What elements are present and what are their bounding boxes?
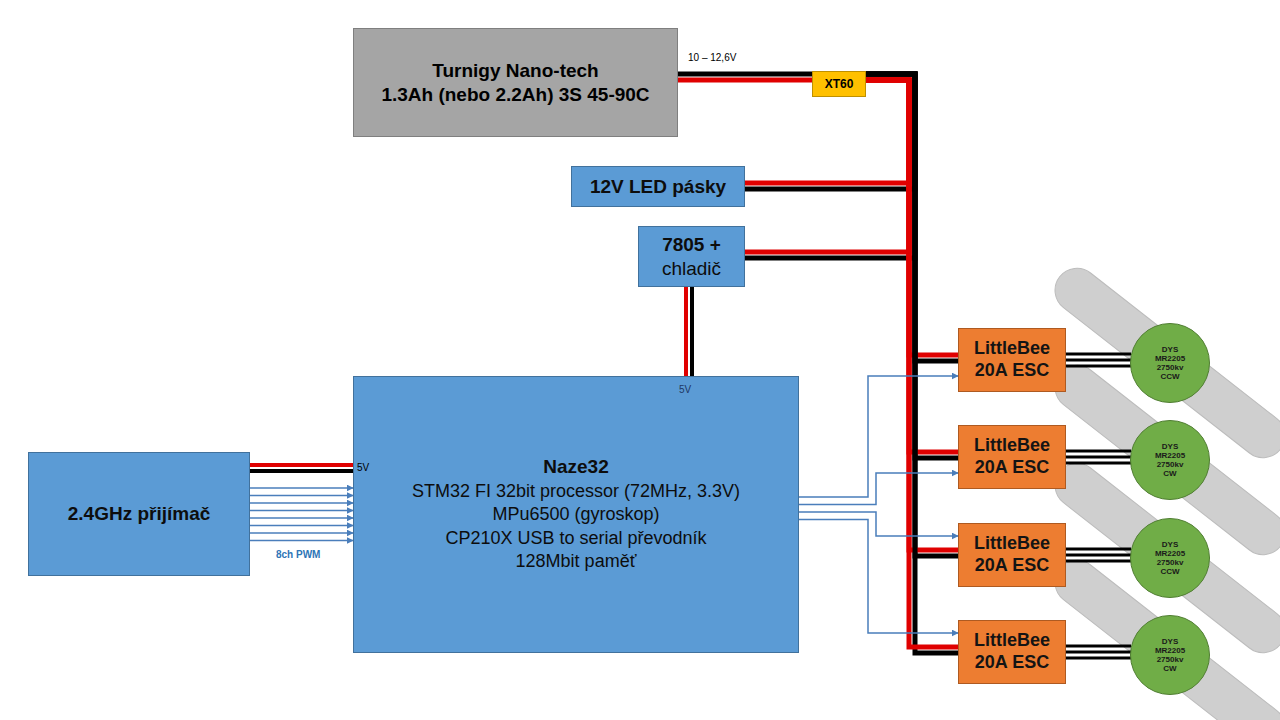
signal-label: 8ch PWM <box>276 549 320 560</box>
signal-arrow-line <box>799 512 958 536</box>
power-wire <box>686 287 692 376</box>
led-strip-box: 12V LED pásky <box>571 166 745 207</box>
signal-arrow <box>250 540 353 541</box>
motor-wire-line <box>1066 549 1131 561</box>
node-title: 2.4GHz přijímač <box>68 502 211 525</box>
signal-arrow <box>799 376 958 497</box>
pin-label: 5V <box>357 462 369 473</box>
motor-circle: DYS MR2205 2750kv CW <box>1130 420 1210 500</box>
node-title: DYS MR2205 2750kv CCW <box>1155 345 1185 382</box>
signal-arrow-line <box>799 520 958 634</box>
node-title: LittleBee 20A ESC <box>965 435 1059 479</box>
power-wire-line <box>250 469 353 473</box>
power-wire-line <box>745 74 915 258</box>
power-wire-line <box>866 80 958 550</box>
node-title: DYS MR2205 2750kv CW <box>1155 637 1185 674</box>
motor-wire-line <box>1066 354 1131 366</box>
motor-wire-line <box>1066 451 1131 463</box>
signal-arrow <box>250 495 353 496</box>
signal-arrow <box>250 518 353 519</box>
signal-arrow <box>250 510 353 511</box>
regulator-box: 7805 +chladič <box>638 226 745 287</box>
signal-arrow <box>799 520 958 634</box>
power-wire <box>866 74 958 458</box>
signal-arrow <box>799 512 958 536</box>
voltage-label: 10 – 12,6V <box>688 52 736 63</box>
signal-arrow <box>250 488 353 489</box>
node-text: 1.3Ah (nebo 2.2Ah) 3S 45-90C <box>381 83 649 106</box>
signal-arrow <box>250 503 353 504</box>
motor-wire <box>1066 646 1131 658</box>
receiver-box: 2.4GHz přijímač <box>28 452 250 576</box>
power-wire-line <box>678 72 812 77</box>
node-title: 12V LED pásky <box>590 175 726 198</box>
motor-circle: DYS MR2205 2750kv CCW <box>1130 518 1210 598</box>
node-text: STM32 FI 32bit processor (72MHz, 3.3V) <box>412 480 740 503</box>
battery-box: Turnigy Nano-tech1.3Ah (nebo 2.2Ah) 3S 4… <box>353 28 678 137</box>
power-wire-line <box>250 463 353 467</box>
motor-wire <box>1066 549 1131 561</box>
power-wire-line <box>866 80 958 452</box>
signal-arrow-line <box>250 502 353 504</box>
signal-arrow-line <box>250 532 353 534</box>
motor-wire-line <box>1066 646 1131 658</box>
esc-box: LittleBee 20A ESC <box>958 620 1066 684</box>
node-text: CP210X USB to serial převodník <box>445 527 706 550</box>
node-title: LittleBee 20A ESC <box>965 533 1059 577</box>
node-title: DYS MR2205 2750kv CCW <box>1155 540 1185 577</box>
power-wire <box>866 74 958 653</box>
power-wire <box>866 74 958 361</box>
esc-box: LittleBee 20A ESC <box>958 425 1066 489</box>
esc-box: LittleBee 20A ESC <box>958 523 1066 587</box>
node-title: DYS MR2205 2750kv CW <box>1155 442 1185 479</box>
power-wire-line <box>690 287 694 376</box>
motor-wire <box>1066 354 1131 366</box>
signal-arrow-line <box>799 376 958 497</box>
node-text: chladič <box>662 257 721 280</box>
power-wire-line <box>866 74 958 556</box>
signal-arrow-line <box>250 540 353 542</box>
controller-box: Naze32STM32 FI 32bit processor (72MHz, 3… <box>353 376 799 653</box>
signal-arrow-line <box>250 525 353 527</box>
signal-arrow-line <box>250 510 353 512</box>
power-wire-line <box>866 74 958 653</box>
power-wire-line <box>866 80 958 647</box>
node-title: XT60 <box>825 77 854 92</box>
node-title: Turnigy Nano-tech <box>432 59 598 82</box>
node-title: Naze32 <box>543 455 609 480</box>
power-wire-line <box>866 74 958 361</box>
signal-arrow-line <box>250 517 353 519</box>
power-wire-line <box>866 74 958 458</box>
motor-wire <box>1066 451 1131 463</box>
pin-label: 5V <box>679 384 691 395</box>
signal-arrow <box>250 533 353 534</box>
node-text: 128Mbit paměť <box>516 550 637 573</box>
signal-arrow-line <box>250 487 353 489</box>
power-wire <box>866 74 958 556</box>
power-wire-line <box>684 287 688 376</box>
power-wire-line <box>745 80 909 252</box>
power-wire-line <box>678 78 812 83</box>
power-wire <box>250 465 353 471</box>
signal-arrow <box>799 473 958 505</box>
node-title: LittleBee 20A ESC <box>965 630 1059 674</box>
signal-arrow-line <box>250 495 353 497</box>
signal-arrow <box>250 525 353 526</box>
signal-arrow-line <box>799 473 958 505</box>
motor-circle: DYS MR2205 2750kv CW <box>1130 615 1210 695</box>
power-wire-line <box>866 80 958 355</box>
node-text: MPu6500 (gyroskop) <box>492 503 659 526</box>
motor-circle: DYS MR2205 2750kv CCW <box>1130 323 1210 403</box>
connector-box: XT60 <box>812 71 866 97</box>
esc-box: LittleBee 20A ESC <box>958 328 1066 392</box>
node-title: 7805 + <box>662 233 721 256</box>
power-wire <box>678 74 812 80</box>
node-title: LittleBee 20A ESC <box>965 338 1059 382</box>
power-wire <box>745 74 915 258</box>
